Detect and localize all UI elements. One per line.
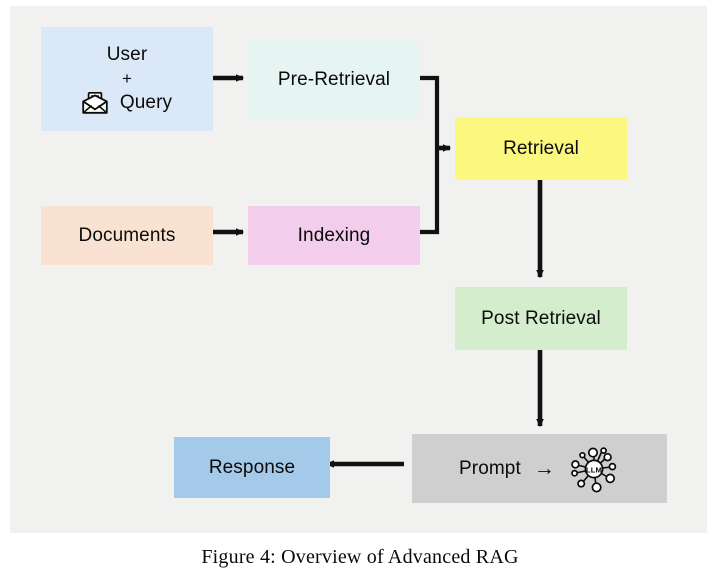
node-response-label: Response <box>208 456 296 478</box>
node-prompt-label: Prompt <box>459 457 521 479</box>
node-user-label-query: Query <box>119 91 173 113</box>
node-response[interactable]: Response <box>174 437 330 498</box>
node-retrieval-label: Retrieval <box>503 137 579 159</box>
figure-panel: User + Query Pre-Retrieval <box>10 6 707 533</box>
right-arrow-icon: → <box>533 457 555 480</box>
node-indexing-label: Indexing <box>297 224 371 246</box>
node-indexing[interactable]: Indexing <box>248 206 420 265</box>
node-pre-retrieval[interactable]: Pre-Retrieval <box>248 42 420 118</box>
edge-indexing-to-retrieval <box>419 148 440 235</box>
node-user-query[interactable]: User + Query <box>41 27 213 131</box>
node-pre-retrieval-label: Pre-Retrieval <box>277 69 391 90</box>
envelope-icon <box>82 91 108 114</box>
llm-network-icon: LLM <box>568 445 620 493</box>
node-documents-label: Documents <box>78 224 176 246</box>
node-post-retrieval[interactable]: Post Retrieval <box>455 287 627 350</box>
node-retrieval[interactable]: Retrieval <box>455 117 627 180</box>
figure-caption: Figure 4: Overview of Advanced RAG <box>201 546 519 568</box>
edge-preretrieval-to-retrieval <box>419 75 440 148</box>
node-post-retrieval-label: Post Retrieval <box>481 307 601 329</box>
node-user-line-2: + <box>121 69 133 89</box>
node-user-line-1: User <box>106 44 148 66</box>
llm-icon-label: LLM <box>586 465 602 474</box>
node-user-line-3-row: Query <box>82 91 173 114</box>
node-documents[interactable]: Documents <box>41 206 213 265</box>
node-prompt-llm[interactable]: Prompt → <box>412 434 667 503</box>
